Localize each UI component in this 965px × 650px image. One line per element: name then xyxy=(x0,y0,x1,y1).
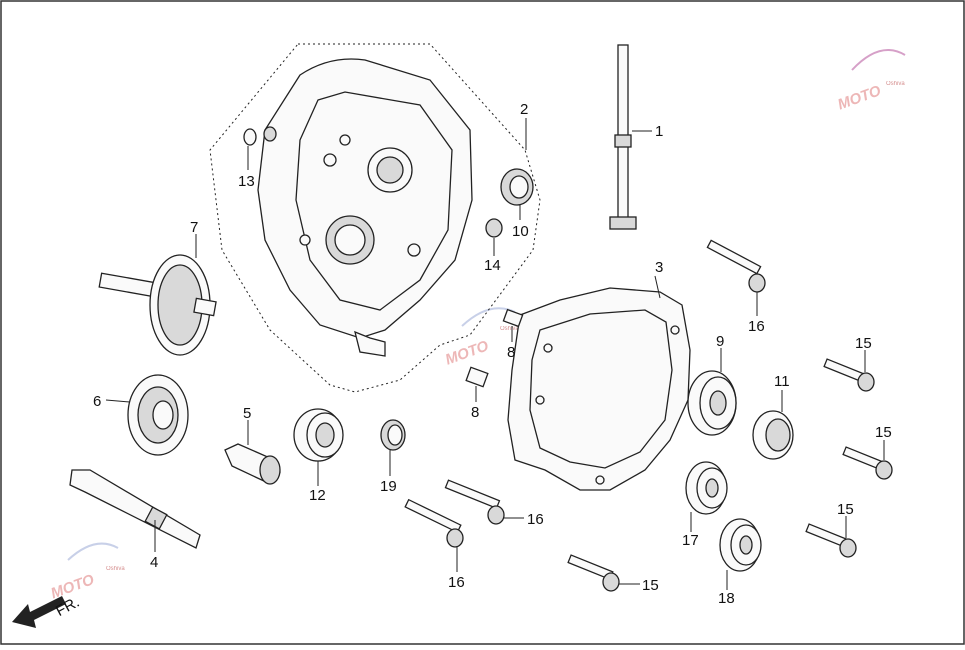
crankcase-cover xyxy=(257,58,473,357)
bolt-part-16-top xyxy=(706,239,766,293)
callout-6: 6 xyxy=(93,393,101,410)
callout-16b: 16 xyxy=(527,511,544,528)
bolt-part-15-c xyxy=(805,523,857,558)
callout-labels: 1 2 3 4 5 6 7 8 8 9 10 11 12 13 14 15 15… xyxy=(93,101,892,607)
bearing-part-9 xyxy=(687,370,737,436)
leader-lines xyxy=(105,118,885,590)
gasket-part-3 xyxy=(507,287,691,491)
callout-5: 5 xyxy=(243,405,251,422)
shaft-part-4 xyxy=(69,469,201,549)
bearing-part-12 xyxy=(293,408,344,462)
bolt-part-16-c xyxy=(404,498,464,548)
callout-16a: 16 xyxy=(748,318,765,335)
callout-7: 7 xyxy=(190,219,198,236)
gear-shaft-part-7 xyxy=(98,254,217,356)
shaft-part-5 xyxy=(224,443,281,485)
callout-8a: 8 xyxy=(507,344,515,361)
callout-3: 3 xyxy=(655,259,663,276)
callout-16c: 16 xyxy=(448,574,465,591)
seal-part-11 xyxy=(752,410,794,460)
washer-part-13 xyxy=(243,126,277,146)
callout-15b: 15 xyxy=(875,424,892,441)
bolt-part-15-b xyxy=(842,446,893,480)
callout-2: 2 xyxy=(520,101,528,118)
gear-part-6 xyxy=(127,374,189,456)
dowel-part-8a xyxy=(502,308,524,328)
bolt-part-15-a xyxy=(823,358,875,392)
nut-part-14 xyxy=(485,218,503,238)
rod-part-1 xyxy=(609,44,637,230)
callout-4: 4 xyxy=(150,554,158,571)
callout-15d: 15 xyxy=(642,577,659,594)
bolt-part-15-d xyxy=(567,554,620,592)
watermark-subtext: Oshiva xyxy=(106,566,125,572)
callout-13: 13 xyxy=(238,173,255,190)
bearing-part-18 xyxy=(719,518,762,572)
callout-15c: 15 xyxy=(837,501,854,518)
callout-14: 14 xyxy=(484,257,501,274)
callout-19: 19 xyxy=(380,478,397,495)
callout-15a: 15 xyxy=(855,335,872,352)
seal-part-10 xyxy=(500,168,534,206)
callout-8b: 8 xyxy=(471,404,479,421)
seal-part-19 xyxy=(380,419,406,451)
bolt-part-16-b xyxy=(444,479,505,525)
callout-18: 18 xyxy=(718,590,735,607)
group-outline xyxy=(209,43,541,393)
watermark-subtext: Oshiva xyxy=(500,326,519,332)
callout-17: 17 xyxy=(682,532,699,549)
callout-9: 9 xyxy=(716,333,724,350)
callout-10: 10 xyxy=(512,223,529,240)
dowel-part-8b xyxy=(465,366,489,388)
watermark-subtext: Oshiva xyxy=(886,81,905,87)
callout-11: 11 xyxy=(774,373,790,390)
callout-1: 1 xyxy=(655,123,663,140)
callout-12: 12 xyxy=(309,487,326,504)
bearing-part-17 xyxy=(685,461,728,515)
